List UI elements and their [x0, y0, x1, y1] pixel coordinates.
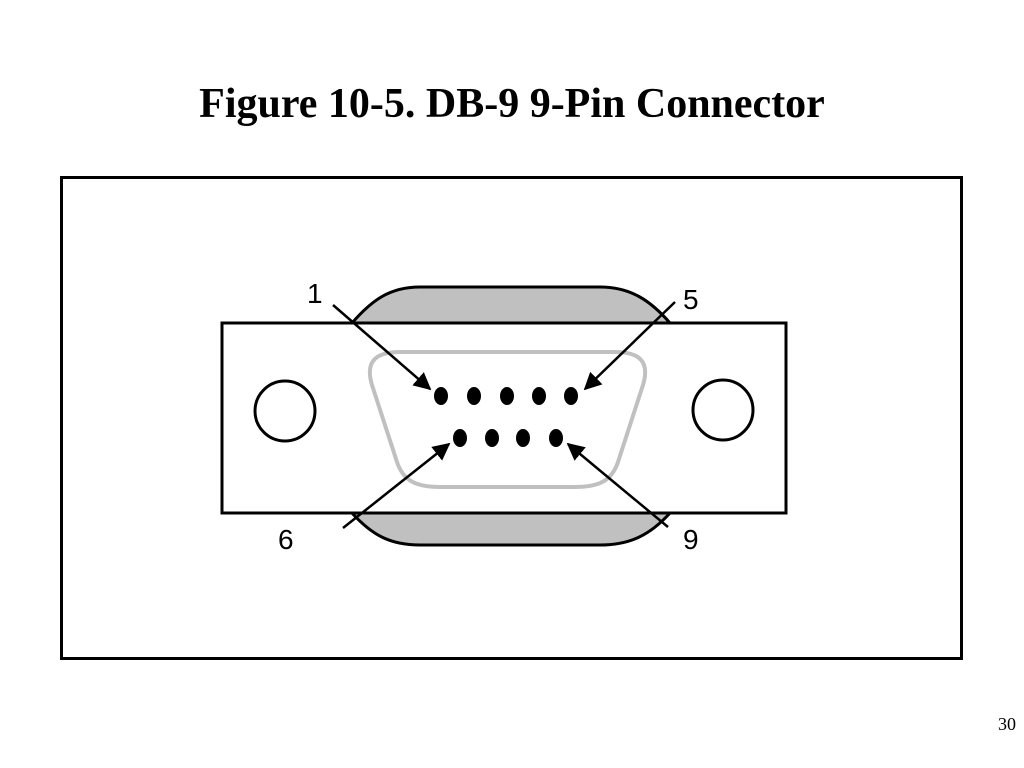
pin-label-9: 9	[683, 524, 699, 555]
callout-arrow-pin-5	[583, 301, 676, 391]
page-number: 30	[998, 714, 1016, 734]
pin-3	[500, 387, 514, 405]
connector-shell-bottom	[348, 511, 674, 547]
pin-label-6: 6	[278, 524, 294, 555]
mounting-hole-left	[253, 379, 317, 443]
callout-arrow-pin-9	[566, 442, 669, 528]
pin-2	[467, 387, 481, 405]
mounting-hole-right	[691, 378, 755, 442]
callout-arrow-pin-6	[342, 442, 451, 529]
pin-label-5: 5	[683, 284, 699, 315]
connector-shell-top	[348, 285, 674, 325]
pin-9	[549, 429, 563, 447]
pin-1	[434, 387, 448, 405]
pin-7	[485, 429, 499, 447]
pin-label-1: 1	[307, 278, 323, 309]
figure-title: Figure 10-5. DB-9 9-Pin Connector	[199, 81, 825, 127]
pin-6	[453, 429, 467, 447]
connector-mounting-plate	[220, 321, 788, 515]
pin-8	[516, 429, 530, 447]
connector-d-shell-outline	[367, 350, 648, 489]
callout-arrow-pin-1	[332, 304, 432, 391]
pin-5	[564, 387, 578, 405]
pin-4	[532, 387, 546, 405]
